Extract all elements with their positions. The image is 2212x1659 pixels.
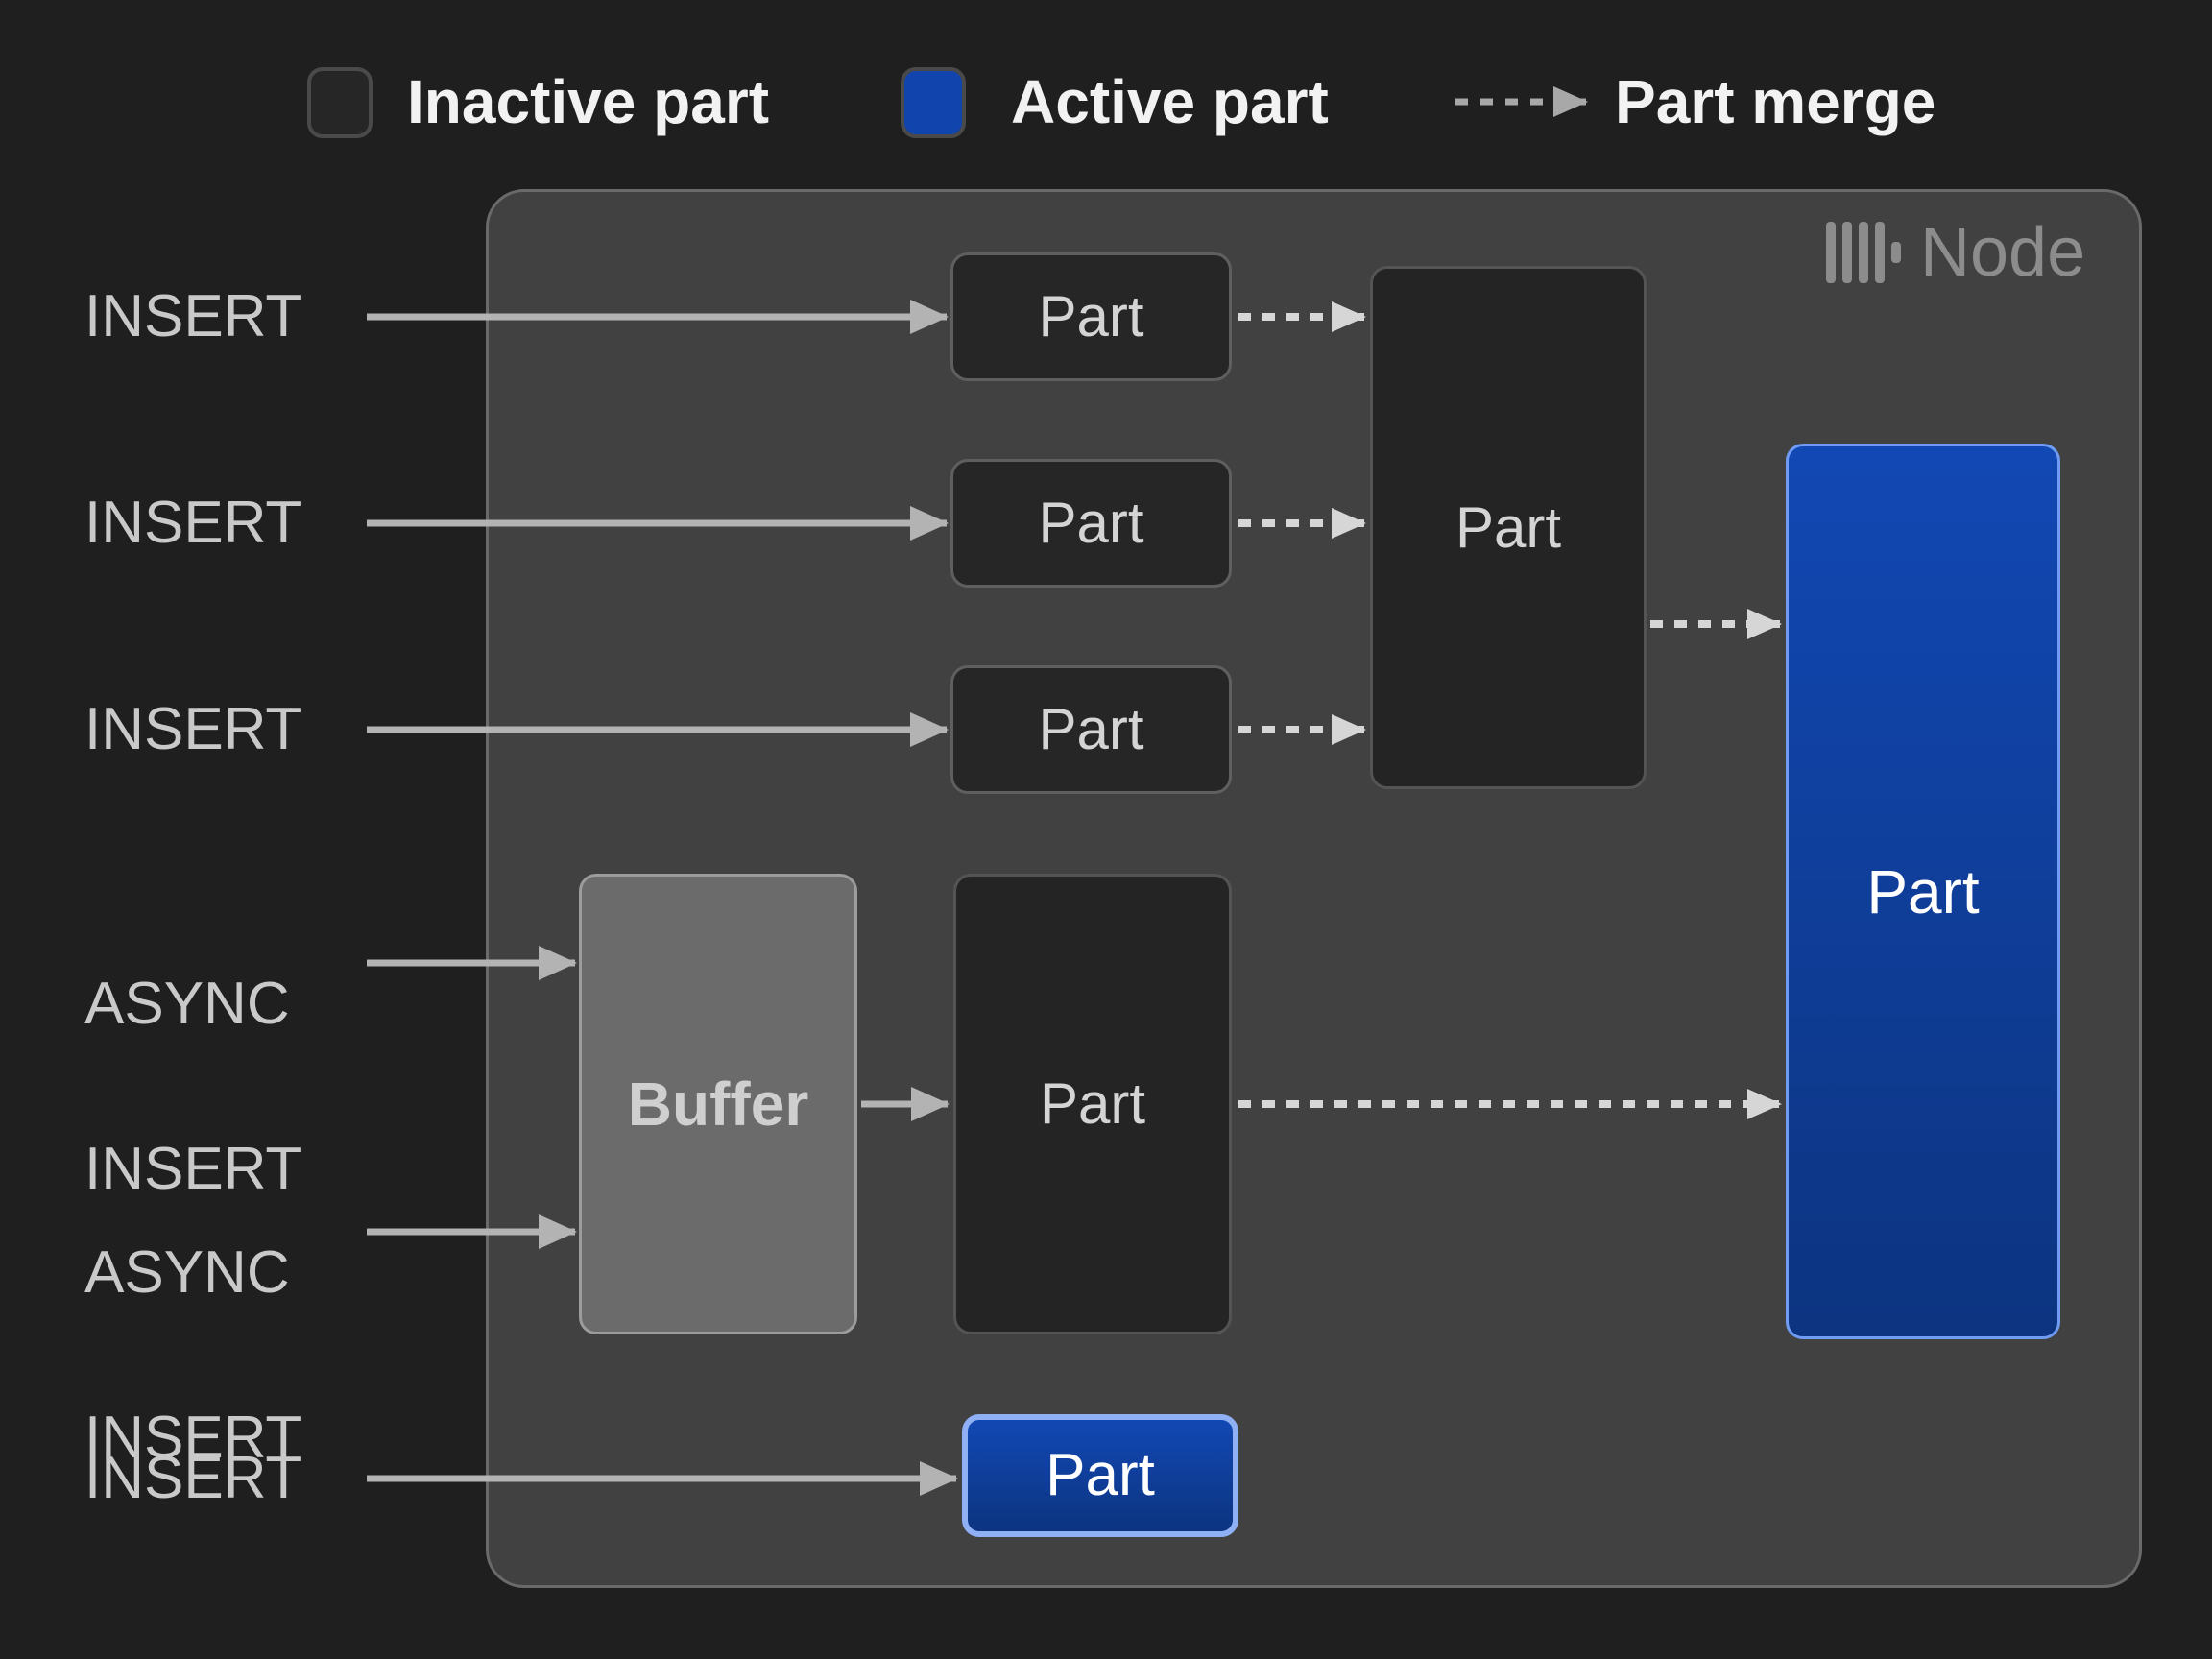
- part-box-active-big: Part: [1786, 444, 2060, 1339]
- node-title-label: Node: [1920, 214, 2086, 291]
- legend-inactive-label: Inactive part: [407, 67, 770, 136]
- insert-label-bottom: INSERT: [84, 1445, 302, 1511]
- insert-label-2: INSERT: [84, 490, 302, 556]
- async-insert-label-1: ASYNC INSERT: [84, 971, 302, 1202]
- part-box-2: Part: [950, 459, 1232, 588]
- part-box-1: Part: [950, 252, 1232, 381]
- insert-label-1: INSERT: [84, 283, 302, 349]
- clickhouse-logo-icon: [1826, 222, 1901, 283]
- part-box-3: Part: [950, 665, 1232, 794]
- legend-inactive-swatch: [307, 67, 373, 138]
- async-insert-label-2: ASYNC INSERT: [84, 1239, 302, 1471]
- insert-label-3: INSERT: [84, 696, 302, 762]
- node-title: Node: [1826, 217, 2085, 288]
- legend-active-label: Active part: [1011, 67, 1329, 136]
- part-box-active-small: Part: [962, 1414, 1238, 1537]
- part-box-merged: Part: [1370, 266, 1647, 789]
- legend-active-swatch: [901, 67, 966, 138]
- buffer-box: Buffer: [579, 874, 857, 1334]
- part-box-async: Part: [953, 874, 1232, 1334]
- legend-merge-label: Part merge: [1615, 67, 1936, 136]
